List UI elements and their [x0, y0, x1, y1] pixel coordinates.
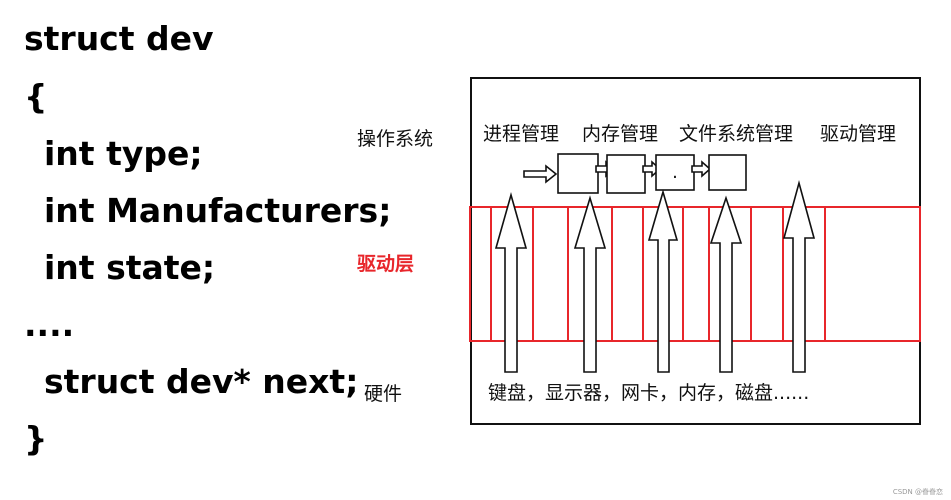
os-module-driver: 驱动管理	[820, 123, 897, 145]
list-node-2	[606, 154, 646, 194]
driver-layer-band	[469, 206, 921, 342]
code-line-close-brace: }	[24, 419, 48, 458]
code-line-ellipsis: ....	[24, 305, 75, 344]
list-node-4	[708, 154, 747, 191]
driver-layer-boxes	[469, 206, 921, 342]
code-line-int-type: int type;	[44, 134, 203, 173]
driver-layer-label: 驱动层	[357, 253, 415, 275]
up-arrow-1	[494, 192, 528, 373]
up-arrow-5	[782, 179, 816, 373]
code-line-struct-dev: struct dev	[24, 19, 214, 58]
linked-list	[523, 153, 747, 194]
code-line-int-state: int state;	[44, 248, 216, 287]
list-node-1	[557, 153, 599, 194]
up-arrow-4	[709, 195, 743, 373]
os-module-filesystem: 文件系统管理	[679, 123, 794, 145]
os-module-memory: 内存管理	[582, 123, 659, 145]
upward-arrows	[494, 179, 816, 373]
os-module-process: 进程管理	[483, 123, 560, 145]
hardware-layer-label: 硬件	[364, 383, 403, 405]
up-arrow-2	[573, 195, 607, 373]
code-line-open-brace: {	[24, 77, 48, 116]
os-layer-label: 操作系统	[357, 128, 434, 150]
list-head-arrow	[523, 164, 558, 184]
up-arrow-3	[647, 189, 679, 373]
list-link-arrow-3	[691, 160, 712, 178]
list-node-dot: .	[672, 162, 678, 183]
hardware-devices-text: 键盘，显示器，网卡，内存，磁盘......	[488, 382, 810, 404]
code-line-next-pointer: struct dev* next;	[44, 362, 359, 401]
list-node-3	[655, 154, 695, 191]
watermark: CSDN @眷眷恋	[892, 488, 943, 496]
code-line-int-manufacturers: int Manufacturers;	[44, 191, 392, 230]
